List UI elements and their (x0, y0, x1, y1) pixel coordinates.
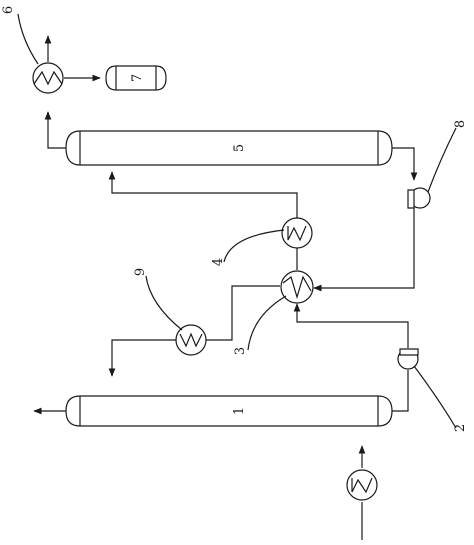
column-5-label: 5 (232, 144, 247, 152)
exchanger-4 (281, 217, 313, 249)
pump8-to-exchanger3-line (313, 200, 415, 292)
tank-7: 7 (105, 65, 167, 91)
exchanger9-to-column1-line (108, 339, 176, 377)
exchanger3-to-exchanger9-line (206, 285, 280, 341)
column-1: 1 (65, 395, 393, 427)
exchanger-9 (175, 324, 207, 356)
column5-to-pump8-line (386, 147, 418, 181)
column-5: 5 (65, 130, 393, 166)
label-6: 6 (1, 6, 16, 14)
column5-to-condenser6-line (44, 111, 72, 149)
tank-7-label: 7 (130, 74, 145, 82)
pump-8 (407, 187, 431, 209)
label-4: 4 (211, 258, 226, 266)
piping (33, 35, 418, 540)
label-3: 3 (233, 347, 248, 355)
feed-preheater (346, 469, 378, 501)
label-8: 8 (453, 120, 468, 128)
callouts: 6 8 4 9 3 2 (1, 6, 468, 432)
condenser-6 (32, 62, 64, 94)
column-1-label: 1 (232, 407, 247, 415)
label-2: 2 (453, 424, 468, 432)
pump2-to-exchanger3-line (293, 303, 409, 348)
exchanger4-to-column5-line (108, 171, 298, 218)
pump-2 (397, 348, 419, 370)
label-9: 9 (133, 268, 148, 276)
exchanger-3 (280, 270, 314, 304)
column1-to-pump2-line (386, 370, 409, 412)
